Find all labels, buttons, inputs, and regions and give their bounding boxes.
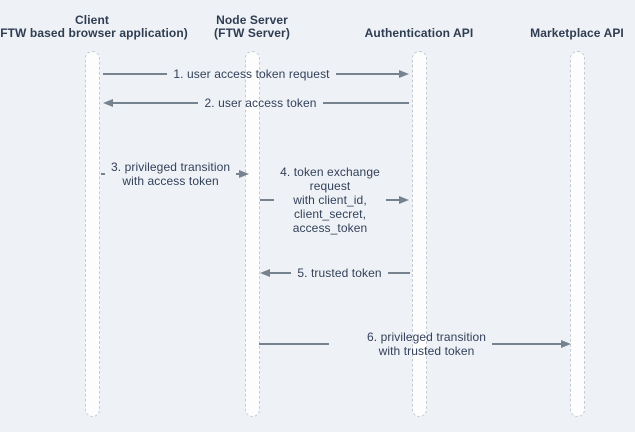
message-label: 5. trusted token bbox=[297, 266, 382, 280]
lifeline-authentication-api bbox=[412, 51, 427, 417]
message-line bbox=[269, 272, 292, 274]
actor-name: Authentication API bbox=[364, 26, 474, 40]
message-line bbox=[259, 343, 329, 345]
actor-name: Node Server bbox=[216, 13, 288, 27]
message-label: 1. user access token request bbox=[173, 67, 330, 81]
message-label: 4. token exchange request with client_id… bbox=[280, 165, 380, 235]
message-line bbox=[112, 102, 199, 104]
message-line bbox=[387, 272, 411, 274]
message-line bbox=[260, 199, 275, 201]
arrowhead-right-icon bbox=[561, 340, 572, 348]
message-6-privileged-transition-trusted-token: 6. privileged transition with trusted to… bbox=[259, 330, 572, 358]
arrowhead-right-icon bbox=[239, 170, 250, 178]
message-label: 6. privileged transition with trusted to… bbox=[366, 330, 487, 358]
message-line bbox=[492, 343, 563, 345]
lifeline-client bbox=[85, 51, 100, 417]
message-label: 2. user access token bbox=[204, 96, 317, 110]
message-4-token-exchange-request: 4. token exchange request with client_id… bbox=[260, 165, 409, 235]
message-label: 3. privileged transition with access tok… bbox=[111, 160, 231, 188]
lifeline-marketplace-api bbox=[570, 51, 585, 417]
actor-header-marketplace-api: Marketplace API bbox=[452, 27, 635, 40]
message-line bbox=[236, 173, 241, 175]
message-5-trusted-token: 5. trusted token bbox=[260, 266, 411, 280]
lifeline-node-server bbox=[245, 51, 260, 417]
message-line bbox=[335, 73, 400, 75]
message-line bbox=[101, 173, 105, 175]
message-3-privileged-transition-access-token: 3. privileged transition with access tok… bbox=[101, 160, 250, 188]
actor-header-authentication-api: Authentication API bbox=[294, 27, 544, 40]
actor-header-node-server: Node Server (FTW Server) bbox=[127, 14, 377, 40]
arrowhead-left-icon bbox=[260, 269, 270, 277]
message-line bbox=[103, 73, 168, 75]
actor-header-client: Client (FTW based browser application) bbox=[0, 14, 217, 40]
arrowhead-left-icon bbox=[103, 99, 113, 107]
actor-subtitle: (FTW Server) bbox=[214, 26, 290, 40]
message-line bbox=[322, 102, 409, 104]
message-1-user-access-token-request: 1. user access token request bbox=[103, 67, 409, 81]
arrowhead-right-icon bbox=[399, 196, 409, 204]
message-2-user-access-token: 2. user access token bbox=[103, 96, 409, 110]
actor-subtitle: (FTW based browser application) bbox=[0, 26, 188, 40]
message-line bbox=[385, 199, 400, 201]
actor-name: Client bbox=[75, 13, 109, 27]
arrowhead-right-icon bbox=[399, 70, 409, 78]
actor-name: Marketplace API bbox=[530, 26, 624, 40]
